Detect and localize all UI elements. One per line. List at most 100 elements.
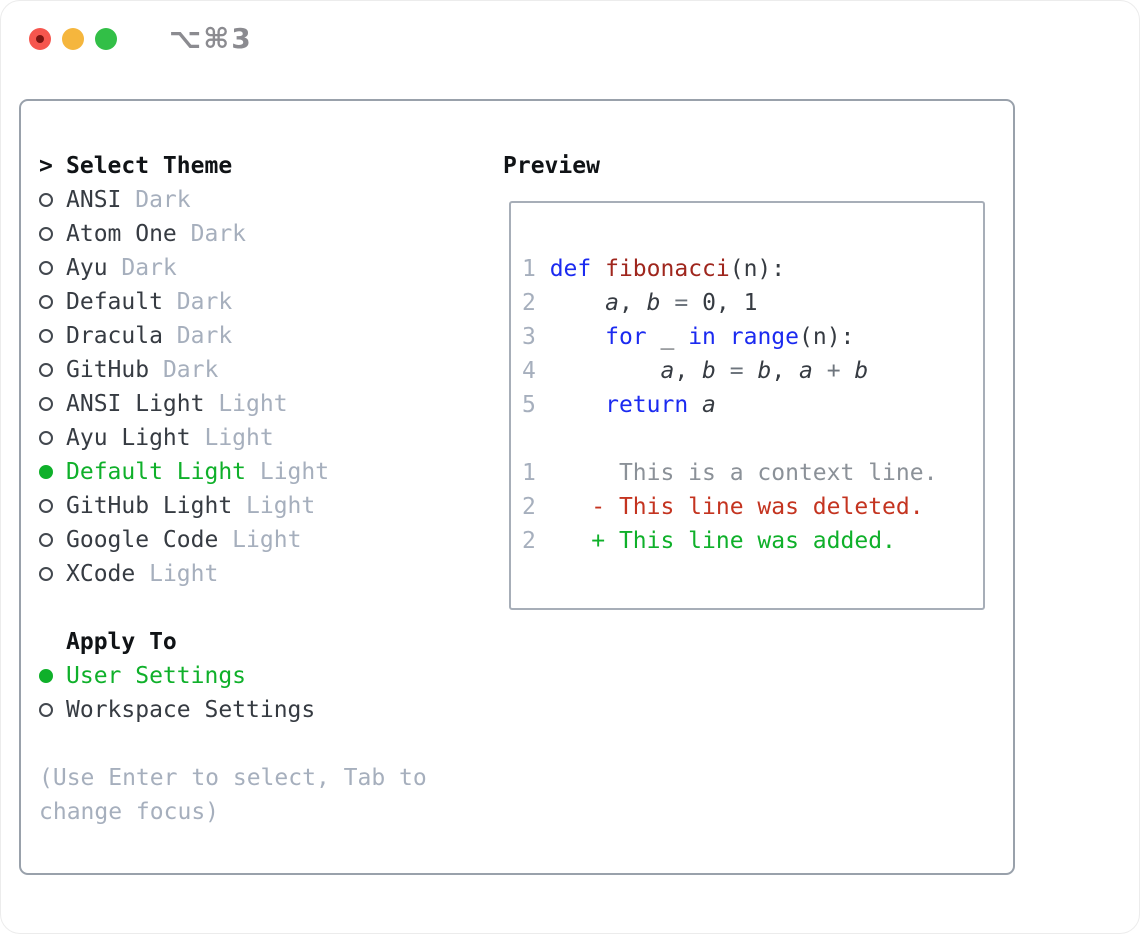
code-segment-plain: (n):: [799, 324, 855, 350]
theme-option-ayu-light-light[interactable]: Ayu Light Light: [39, 421, 427, 455]
code-segment-var: a: [702, 392, 716, 418]
theme-option-ansi-dark[interactable]: ANSI Dark: [39, 183, 427, 217]
theme-option-github-light-light[interactable]: GitHub Light Light: [39, 489, 427, 523]
option-variant-label: Dark: [162, 289, 233, 315]
theme-option-default-dark[interactable]: Default Dark: [39, 285, 427, 319]
hint-line: (Use Enter to select, Tab to: [39, 765, 427, 791]
code-segment-var: a: [660, 358, 675, 384]
option-label: GitHub: [66, 357, 150, 383]
radio-icon: [39, 533, 53, 547]
apply-option-user-settings[interactable]: User Settings: [39, 659, 427, 693]
option-variant-label: Dark: [121, 187, 191, 213]
radio-icon: [39, 499, 53, 513]
code-segment-fn: fibonacci: [605, 256, 730, 282]
code-segment-plain: [688, 392, 702, 418]
hint-line: change focus): [39, 799, 220, 825]
radio-icon: [39, 329, 53, 343]
code-segment-op: +: [812, 358, 855, 384]
radio-icon: [39, 397, 53, 411]
code-segment-var: b: [854, 358, 869, 384]
code-segment-plain: [716, 324, 730, 350]
radio-icon: [39, 295, 53, 309]
code-segment-add: + This line was added.: [549, 528, 896, 554]
radio-icon: [39, 363, 53, 377]
theme-option-default-light-light[interactable]: Default Light Light: [39, 455, 427, 489]
radio-icon: [39, 431, 53, 445]
line-number: 3: [522, 324, 550, 350]
option-label: XCode: [66, 561, 136, 587]
theme-option-atom-one-dark[interactable]: Atom One Dark: [39, 217, 427, 251]
select-theme-title: Select Theme: [66, 153, 233, 179]
option-label: Default Light: [66, 459, 247, 485]
radio-icon: [39, 261, 53, 275]
option-label: Atom One: [66, 221, 177, 247]
line-number: 1: [522, 256, 550, 282]
code-segment-ctx: This is a context line.: [549, 460, 938, 486]
option-label: ANSI Light: [66, 391, 205, 417]
radio-selected-icon: [39, 669, 53, 683]
apply-to-header: Apply To: [39, 625, 427, 659]
code-segment-kw: in: [688, 324, 716, 350]
radio-icon: [39, 193, 53, 207]
option-label: Google Code: [66, 527, 219, 553]
theme-option-ansi-light-light[interactable]: ANSI Light Light: [39, 387, 427, 421]
prompt-cursor-icon: >: [39, 153, 53, 179]
option-variant-label: Dark: [107, 255, 177, 281]
theme-option-xcode-light[interactable]: XCode Light: [39, 557, 427, 591]
code-segment-op: =: [660, 290, 703, 316]
option-label: Default: [66, 289, 163, 315]
code-segment-plain: [550, 290, 605, 316]
code-segment-plain: ,: [771, 358, 800, 384]
code-segment-var: a: [799, 358, 813, 384]
code-line: 2 - This line was deleted.: [522, 490, 975, 524]
code-segment-plain: [550, 324, 605, 350]
option-variant-label: Dark: [162, 323, 233, 349]
code-line: 5 return a: [522, 388, 975, 422]
close-button-icon[interactable]: [29, 28, 51, 50]
option-variant-label: Light: [204, 391, 288, 417]
code-line: 2 a, b = 0, 1: [522, 286, 975, 320]
apply-option-workspace-settings[interactable]: Workspace Settings: [39, 693, 427, 727]
option-variant-label: Light: [246, 459, 330, 485]
zoom-button-icon[interactable]: [95, 28, 117, 50]
option-variant-label: Dark: [149, 357, 219, 383]
line-number: 2: [522, 528, 550, 554]
theme-option-ayu-dark[interactable]: Ayu Dark: [39, 251, 427, 285]
select-theme-header: > Select Theme: [39, 149, 427, 183]
minimize-button-icon[interactable]: [62, 28, 84, 50]
radio-icon: [39, 227, 53, 241]
option-variant-label: Light: [135, 561, 219, 587]
code-segment-kw: def: [549, 256, 592, 282]
window-shortcut-label: ⌥⌘3: [169, 22, 253, 55]
option-variant-label: Dark: [176, 221, 247, 247]
code-line: 1 def fibonacci(n):: [522, 252, 975, 286]
code-segment-var: b: [646, 290, 661, 316]
line-number: 1: [522, 460, 550, 486]
code-segment-kw: range: [729, 324, 799, 350]
theme-option-github-dark[interactable]: GitHub Dark: [39, 353, 427, 387]
line-number: 2: [522, 290, 550, 316]
code-segment-kw: return: [605, 392, 689, 418]
apply-to-title: Apply To: [66, 629, 177, 655]
code-line: 2 + This line was added.: [522, 524, 975, 558]
code-segment-plain: 0, 1: [702, 290, 758, 316]
option-variant-label: Light: [218, 527, 302, 553]
spacer: [39, 591, 427, 625]
code-segment-plain: ,: [618, 290, 647, 316]
theme-option-google-code-light[interactable]: Google Code Light: [39, 523, 427, 557]
code-line: [522, 422, 975, 456]
radio-icon: [39, 703, 53, 717]
code-segment-plain: (n):: [729, 256, 786, 282]
option-label: Ayu Light: [66, 425, 191, 451]
code-segment-var: b: [757, 358, 772, 384]
line-number: 5: [522, 392, 550, 418]
traffic-lights: [29, 28, 117, 50]
theme-option-dracula-dark[interactable]: Dracula Dark: [39, 319, 427, 353]
code-line: 4 a, b = b, a + b: [522, 354, 975, 388]
